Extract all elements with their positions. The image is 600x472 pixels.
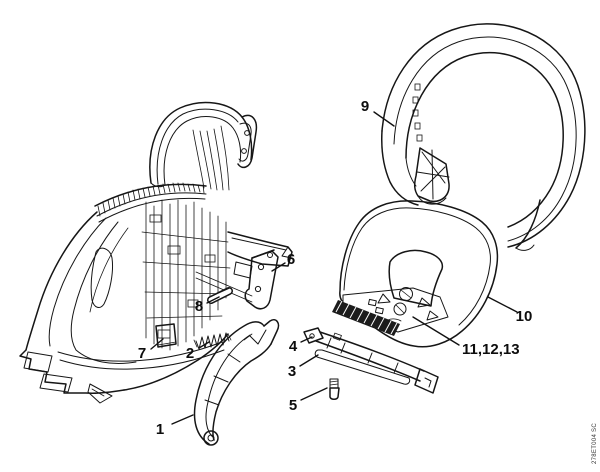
part-2-spring [193, 332, 232, 350]
callout-1: 1 [156, 421, 164, 438]
warning-pictograms [367, 287, 439, 322]
housing-rib-lattice [141, 199, 253, 351]
chainsaw-housing [19, 101, 293, 404]
callout-7: 7 [138, 345, 146, 362]
part-7-pad [155, 323, 177, 348]
callout-10: 10 [516, 308, 533, 325]
callout-11-12-13: 11,12,13 [462, 341, 520, 358]
part-10-hand-guard [332, 200, 499, 348]
callout-6: 6 [287, 251, 295, 268]
guard-hatched-band [332, 300, 400, 336]
part-9-loop-handle [381, 23, 586, 251]
part-4-handle-rod [303, 327, 439, 394]
part-5-screw [329, 378, 340, 400]
callout-3: 3 [288, 363, 296, 380]
callout-4: 4 [289, 338, 298, 355]
callout-leaders [150, 111, 518, 425]
grip-serration-band [94, 182, 207, 223]
part-6-bracket [244, 249, 279, 310]
drawing-code: 278ET004 SC [592, 423, 598, 464]
housing-shell [19, 211, 229, 404]
part-1-brake-lever [193, 319, 280, 446]
callout-9: 9 [361, 98, 369, 115]
part-8-pin [207, 287, 233, 304]
callout-5: 5 [289, 397, 297, 414]
callout-numbers: 1 2 3 4 5 6 7 8 9 10 11,12,13 [138, 98, 533, 438]
part-3-rod [314, 349, 411, 385]
callout-2: 2 [186, 345, 194, 362]
top-handle-arch [149, 101, 258, 191]
callout-8: 8 [195, 298, 203, 315]
